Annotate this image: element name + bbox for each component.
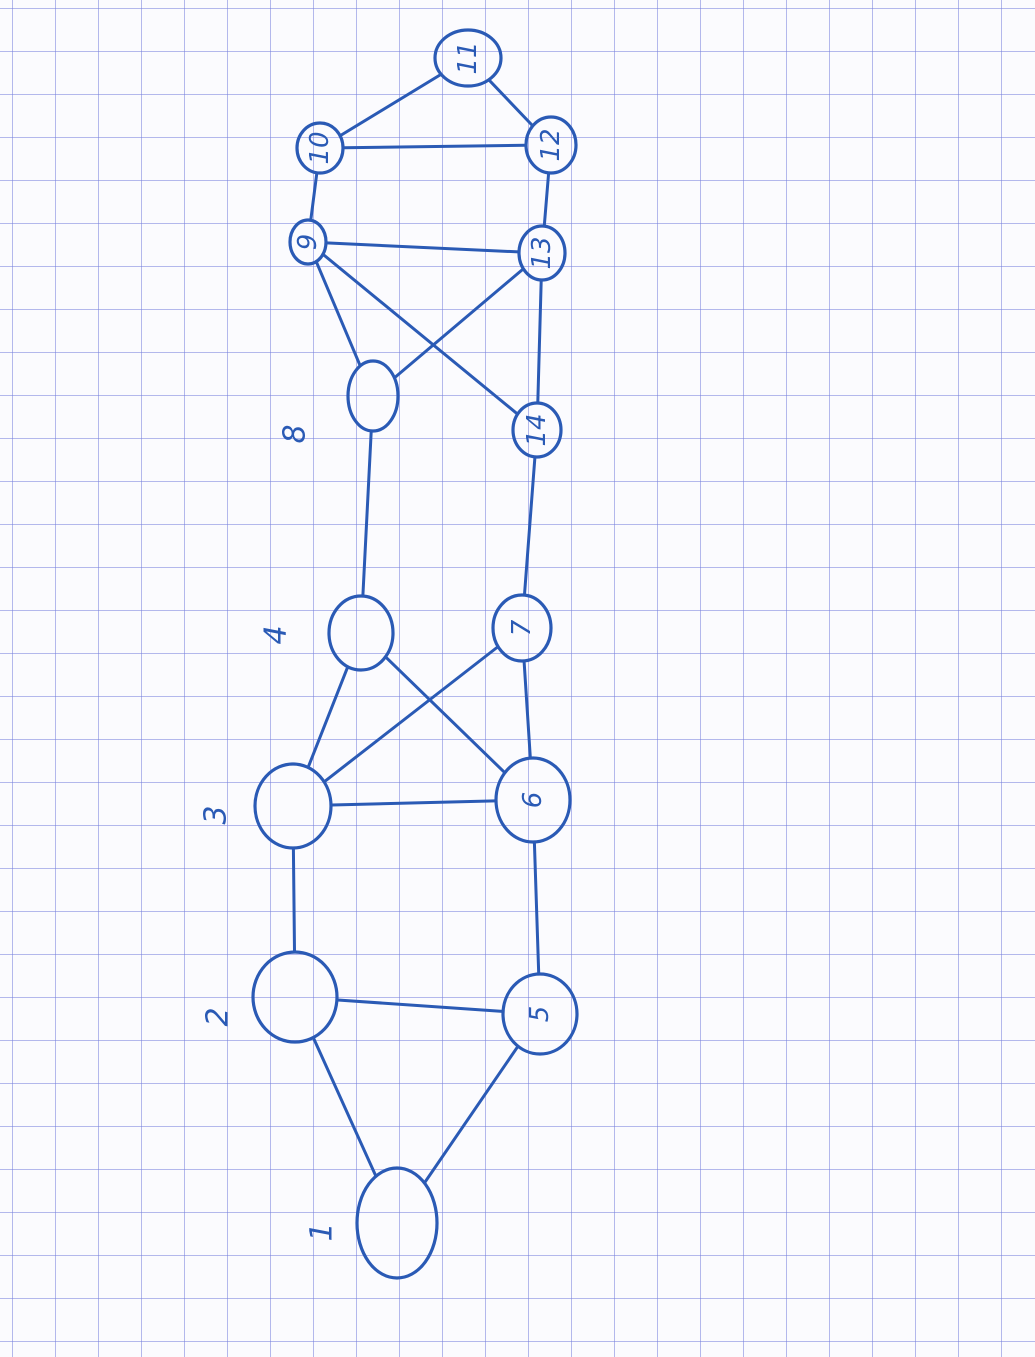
edge-9-13: [324, 241, 521, 254]
node-11: 11: [433, 28, 503, 88]
node-8: 8: [278, 359, 400, 444]
node-9: 9: [288, 218, 328, 266]
node-7: 7: [491, 593, 553, 663]
node-1: 1: [305, 1166, 439, 1280]
node-2-circle: [251, 950, 339, 1044]
edge-9-10: [309, 171, 319, 222]
node-13-label: 13: [527, 236, 557, 269]
node-2-label: 2: [201, 1007, 236, 1026]
node-10-circle: [295, 121, 345, 175]
node-11-label: 11: [453, 41, 483, 74]
edge-12-13: [542, 171, 551, 228]
node-14-circle: [511, 401, 563, 459]
edge-3-7: [323, 645, 500, 783]
edge-3-6: [330, 799, 497, 807]
edge-2-3: [291, 847, 296, 953]
node-13-circle: [517, 224, 567, 282]
node-14-label: 14: [522, 413, 552, 446]
edge-3-4: [306, 665, 349, 769]
edge-5-6: [532, 841, 541, 975]
node-4: 4: [259, 594, 395, 672]
node-9-label: 9: [293, 234, 323, 251]
node-1-circle: [355, 1166, 439, 1280]
node-1-label: 1: [305, 1222, 340, 1241]
node-6-label: 6: [518, 792, 548, 809]
node-3-label: 3: [199, 805, 234, 824]
edge-9-14: [321, 253, 519, 416]
edge-4-6: [384, 655, 506, 774]
node-12-label: 12: [536, 128, 566, 161]
node-9-circle: [288, 218, 328, 266]
edge-7-14: [523, 455, 537, 596]
edge-11-12: [487, 78, 534, 127]
node-2: 2: [201, 950, 339, 1044]
node-7-circle: [491, 593, 553, 663]
node-3: 3: [199, 762, 333, 850]
node-8-label: 8: [278, 424, 313, 443]
node-3-circle: [253, 762, 333, 850]
edge-6-7: [522, 660, 532, 759]
node-10-label: 10: [305, 131, 335, 164]
node-12-circle: [524, 115, 578, 175]
edges: [291, 73, 551, 1184]
edge-13-14: [536, 279, 543, 404]
node-12: 12: [524, 115, 578, 175]
node-6-circle: [494, 756, 572, 844]
node-5-circle: [501, 972, 579, 1056]
node-4-circle: [327, 594, 395, 672]
edge-8-9: [314, 260, 362, 367]
edge-2-5: [336, 998, 504, 1013]
node-5: 5: [501, 972, 579, 1056]
node-8-circle: [346, 359, 400, 433]
edge-1-5: [423, 1045, 520, 1184]
edge-8-13: [393, 267, 525, 379]
node-13: 13: [517, 224, 567, 282]
node-10: 10: [295, 121, 345, 175]
node-14: 14: [511, 401, 563, 459]
node-7-label: 7: [507, 619, 537, 636]
edge-1-2: [312, 1036, 377, 1177]
edge-10-12: [342, 143, 527, 150]
node-11-circle: [433, 28, 503, 88]
node-5-label: 5: [525, 1006, 555, 1023]
node-4-label: 4: [259, 625, 294, 644]
node-6: 6: [494, 756, 572, 844]
edge-4-8: [361, 430, 373, 597]
edge-10-11: [339, 73, 443, 137]
